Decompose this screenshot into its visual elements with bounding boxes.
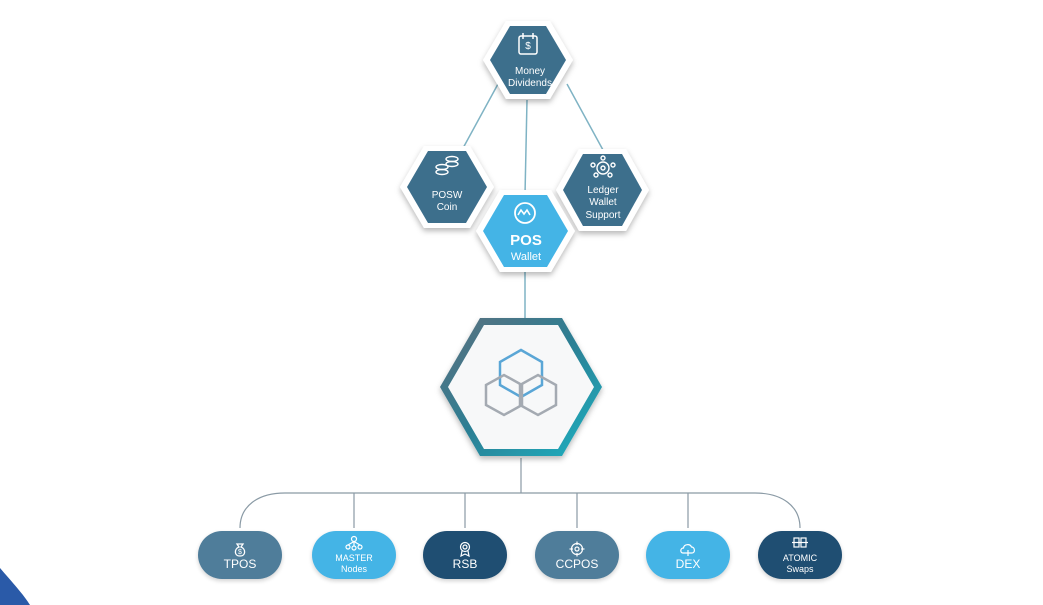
- pos-wallet-label-2: Wallet: [511, 251, 541, 263]
- ccpos-pill[interactable]: CCPOS: [535, 531, 619, 579]
- tpos-label: TPOS: [223, 556, 257, 571]
- calendar-dollar-icon: [518, 33, 538, 55]
- master-nodes-label-1: MASTER: [335, 553, 373, 563]
- atomic-swaps-label-2: Swaps: [786, 564, 814, 574]
- money-dividends-label-1: Money: [515, 66, 545, 77]
- ledger-label-3: Support: [585, 210, 620, 221]
- tree-lines: [239, 458, 801, 529]
- target-icon: [569, 541, 585, 556]
- money-dividends-label-2: Dividends: [508, 78, 552, 89]
- money-bag-icon: $: [234, 542, 246, 557]
- posw-coin-label-1: POSW: [432, 190, 463, 201]
- posw-coin-node[interactable]: POSW Coin: [400, 146, 494, 228]
- ledger-label-2: Wallet: [589, 197, 617, 208]
- coin-stack-icon: [435, 155, 459, 176]
- ccpos-label: CCPOS: [555, 556, 599, 571]
- cloud-sync-icon: [680, 543, 695, 556]
- atomic-swaps-label-1: ATOMIC: [782, 553, 818, 563]
- gear-network-icon: [590, 155, 616, 178]
- posw-coin-label-2: Coin: [437, 202, 458, 213]
- money-dividends-node[interactable]: $ Money Dividends: [483, 21, 573, 99]
- rsb-pill[interactable]: RSB: [423, 531, 507, 579]
- rsb-label: RSB: [452, 556, 478, 571]
- calendar-dollar-icon-glyph: $: [525, 41, 531, 52]
- pos-wallet-label-1: POS: [510, 232, 542, 249]
- award-ribbon-icon: [459, 541, 471, 557]
- interlocking-hexagons-icon: [484, 348, 558, 417]
- swap-arrows-icon: [792, 537, 808, 548]
- connector-lines: [461, 83, 604, 320]
- dex-pill[interactable]: DEX: [646, 531, 730, 579]
- wallet-logo-icon: [514, 202, 536, 224]
- center-hub-node[interactable]: [440, 318, 602, 456]
- dex-label: DEX: [675, 556, 701, 571]
- master-nodes-label-2: Nodes: [340, 564, 367, 574]
- pos-wallet-node[interactable]: POS Wallet: [476, 190, 575, 272]
- master-nodes-pill[interactable]: MASTER Nodes: [312, 531, 396, 579]
- ledger-label-1: Ledger: [587, 185, 619, 196]
- tpos-pill[interactable]: $ TPOS: [198, 531, 282, 579]
- svg-text:$: $: [238, 549, 242, 556]
- corner-swoosh: [0, 568, 30, 605]
- network-nodes-icon: [345, 535, 363, 551]
- atomic-swaps-pill[interactable]: ATOMIC Swaps: [758, 531, 842, 579]
- ledger-wallet-support-node[interactable]: Ledger Wallet Support: [556, 149, 649, 231]
